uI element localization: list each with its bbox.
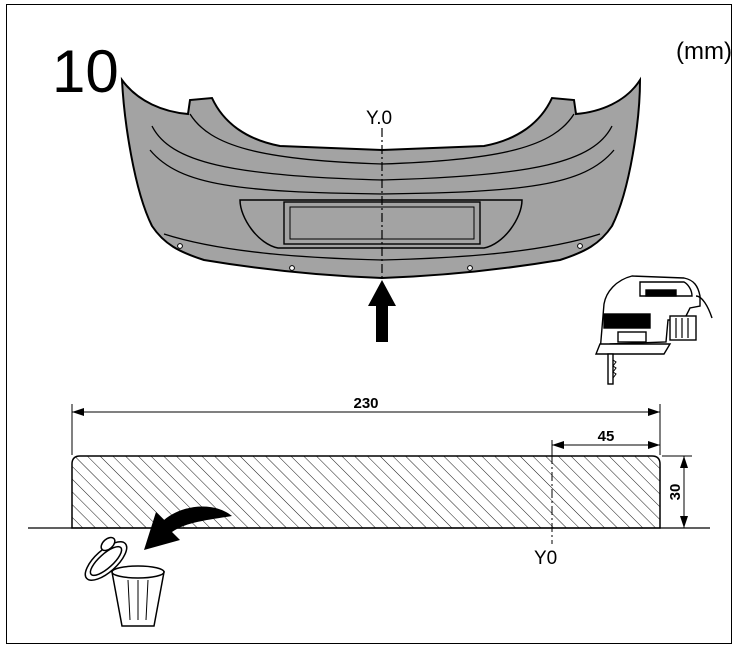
bumper-axis-label: Y.0: [366, 108, 392, 129]
height-dimension: [662, 455, 692, 528]
up-arrow-icon: [368, 280, 396, 342]
curved-arrow-icon: [144, 506, 232, 550]
unit-label: (mm): [676, 38, 732, 65]
height-value: 30: [667, 484, 684, 501]
step-number: 10: [52, 38, 119, 105]
bumper-icon: [120, 76, 642, 280]
offset-value: 45: [598, 428, 615, 445]
width-value: 230: [353, 395, 378, 412]
width-dimension: [71, 404, 661, 455]
jigsaw-icon: [594, 275, 713, 385]
profile-axis-label: Y0: [534, 548, 557, 569]
offset-dimension: [551, 440, 660, 455]
trash-bin-icon: [84, 536, 165, 627]
